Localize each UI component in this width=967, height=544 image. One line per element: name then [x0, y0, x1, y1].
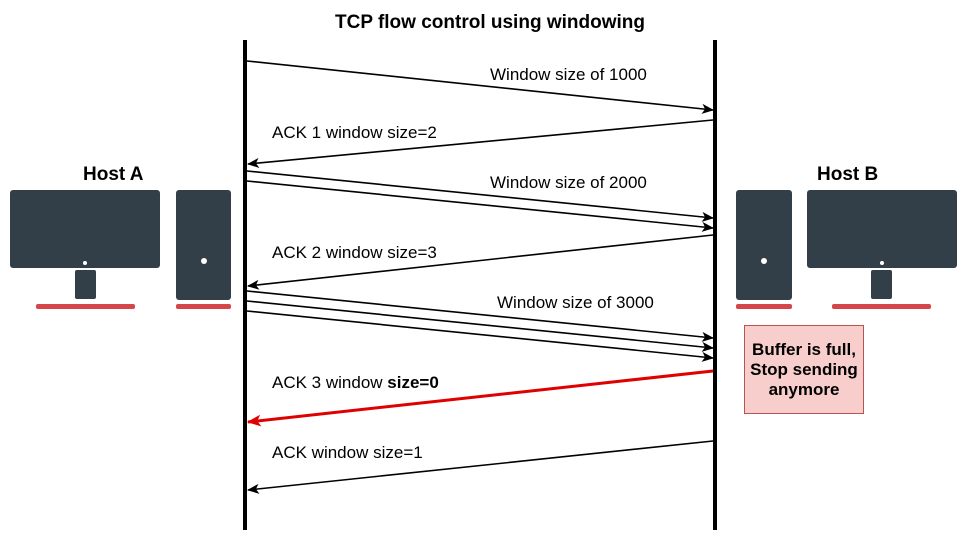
- buffer-full-note: Buffer is full, Stop sending anymore: [744, 325, 864, 414]
- host-a-monitor: [10, 190, 160, 268]
- host-a-monitor-base: [36, 304, 135, 309]
- host-a-monitor-stand: [75, 270, 96, 299]
- message-label-7: ACK window size=1: [272, 443, 423, 462]
- message-label-1: Window size of 1000: [490, 65, 647, 84]
- segment-arrow-2a: [246, 170, 714, 222]
- note-line-2: Stop sending: [750, 359, 858, 379]
- host-b-computer-icon: [736, 190, 957, 309]
- message-label-6-bold: size=0: [387, 373, 439, 392]
- host-a-computer-icon: [10, 190, 231, 309]
- segment-arrow-1: [246, 60, 714, 114]
- ack-arrow-4: [247, 440, 714, 494]
- segment-arrow-3c: [246, 310, 714, 362]
- host-a-tower-base: [176, 304, 231, 309]
- segment-arrow-3b: [246, 300, 714, 352]
- host-b-monitor-base: [832, 304, 931, 309]
- host-b-monitor: [807, 190, 957, 268]
- message-label-5: Window size of 3000: [497, 293, 654, 312]
- message-label-3: Window size of 2000: [490, 173, 647, 192]
- message-label-6: ACK 3 window size=0: [272, 373, 439, 393]
- ack-arrow-1: [247, 119, 714, 168]
- ack-arrow-3-zero-window: [246, 369, 714, 427]
- message-label-6-text: ACK 3 window: [272, 373, 388, 392]
- ack-arrow-2: [247, 234, 714, 290]
- host-b-label: Host B: [817, 164, 879, 185]
- diagram-title: TCP flow control using windowing: [335, 12, 645, 33]
- note-line-3: anymore: [768, 379, 840, 399]
- segment-arrow-2b: [246, 180, 714, 232]
- host-a-label: Host A: [83, 164, 144, 185]
- message-label-2: ACK 1 window size=2: [272, 123, 437, 142]
- host-b-tower-base: [736, 304, 792, 309]
- host-b-tower: [736, 190, 792, 300]
- segment-arrow-3a: [246, 290, 714, 342]
- host-a-tower: [176, 190, 231, 300]
- host-b-monitor-stand: [871, 270, 892, 299]
- message-label-4: ACK 2 window size=3: [272, 243, 437, 262]
- note-line-1: Buffer is full,: [752, 339, 856, 359]
